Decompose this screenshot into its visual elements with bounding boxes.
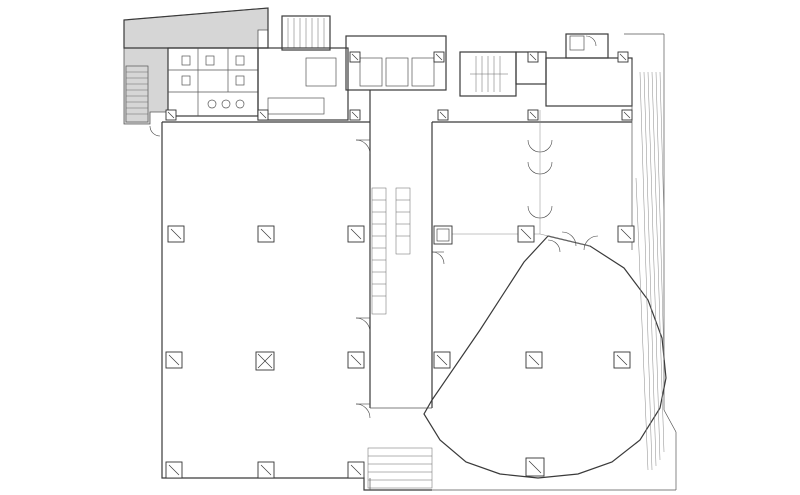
lift-lobby bbox=[257, 35, 447, 121]
toilet-fixture-icon bbox=[181, 55, 245, 109]
structural-column-icon bbox=[347, 351, 365, 369]
stair-icon bbox=[281, 15, 331, 51]
structural-column-icon bbox=[165, 109, 177, 121]
structural-column-icon bbox=[433, 225, 453, 245]
structural-column-icon bbox=[527, 51, 539, 63]
structural-column-icon bbox=[167, 225, 185, 243]
tiered-seating bbox=[635, 71, 665, 471]
entrance-steps bbox=[367, 447, 433, 489]
round-hall bbox=[423, 110, 667, 479]
structural-column-icon bbox=[349, 51, 361, 63]
structural-column-icon bbox=[527, 109, 539, 121]
structural-column-icon bbox=[257, 461, 275, 479]
right-stair bbox=[459, 33, 633, 107]
structural-column-icon bbox=[165, 461, 183, 479]
structural-column-icon bbox=[617, 225, 635, 243]
structural-column-icon bbox=[433, 351, 451, 369]
structural-columns bbox=[165, 51, 635, 479]
core-stair bbox=[125, 65, 149, 123]
structural-column-icon bbox=[257, 225, 275, 243]
door-swing-icon bbox=[149, 35, 599, 419]
structural-column-icon bbox=[517, 225, 535, 243]
structural-column-icon bbox=[347, 225, 365, 243]
structural-column-icon bbox=[347, 461, 365, 479]
structural-column-icon bbox=[349, 109, 361, 121]
escalator bbox=[371, 187, 411, 315]
structural-column-icon bbox=[165, 351, 183, 369]
structural-column-icon bbox=[525, 351, 543, 369]
toilet-block bbox=[167, 47, 259, 117]
core-stair-treads bbox=[126, 71, 148, 115]
structural-column-icon bbox=[437, 109, 449, 121]
structural-column-icon bbox=[525, 457, 545, 477]
structural-column-icon bbox=[433, 51, 445, 63]
building-outline bbox=[161, 33, 677, 491]
structural-column-icon bbox=[257, 109, 269, 121]
structural-column-icon bbox=[617, 51, 629, 63]
structural-column-icon bbox=[621, 109, 633, 121]
service-core bbox=[123, 7, 269, 125]
structural-column-icon bbox=[255, 351, 275, 371]
toilet-room bbox=[167, 47, 259, 117]
structural-column-icon bbox=[613, 351, 631, 369]
